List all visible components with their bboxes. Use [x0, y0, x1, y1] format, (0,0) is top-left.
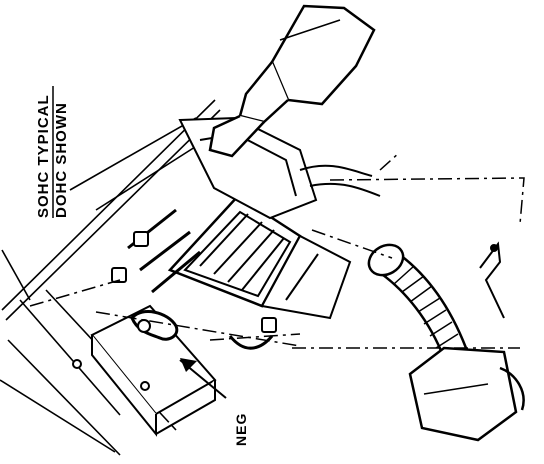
injector: [261, 317, 277, 333]
caption-dohc-shown: DOHC SHOWN: [53, 102, 70, 218]
duct-inlet: [367, 243, 405, 277]
caption-sohc-typical: SOHC TYPICAL: [35, 94, 52, 218]
caption-group: DOHC SHOWN SOHC TYPICAL: [35, 86, 70, 218]
injector: [133, 231, 149, 247]
neg-arrowhead: [180, 358, 197, 372]
intake-duct: [367, 243, 525, 442]
battery: [72, 304, 217, 437]
air-cleaner: [208, 4, 376, 158]
reference-lines: [29, 151, 525, 349]
bracket: [479, 241, 505, 319]
neg-label: NEG: [233, 413, 249, 446]
battery-bolt: [140, 381, 150, 391]
fitting: [137, 319, 151, 333]
neg-callout: NEG: [179, 358, 249, 446]
battery-bolt: [72, 359, 82, 369]
injector: [111, 267, 127, 283]
